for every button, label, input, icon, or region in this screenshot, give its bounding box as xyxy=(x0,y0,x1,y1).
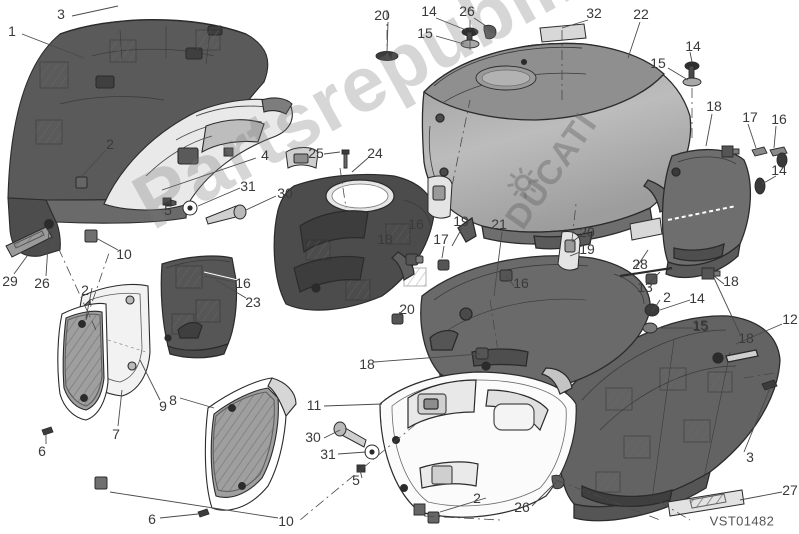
callout-number: 22 xyxy=(633,6,649,22)
callout-number: 10 xyxy=(116,246,132,262)
part-13-rod xyxy=(619,266,673,278)
part-10-clip-left xyxy=(84,229,108,490)
callout-number: 18 xyxy=(706,98,722,114)
callout-number: 9 xyxy=(159,398,167,414)
callout-number: 18 xyxy=(359,356,375,372)
callout-number: 15 xyxy=(417,25,433,41)
callout-number: 6 xyxy=(38,443,46,459)
callout-number: 20 xyxy=(374,7,390,23)
callout-number: 30 xyxy=(305,429,321,445)
callout-number: 15 xyxy=(693,318,709,334)
part-22-fuel-tank xyxy=(421,42,692,250)
part-31-washer-lower xyxy=(364,444,380,460)
part-2-lower-clip xyxy=(427,511,440,524)
callout-number: 28 xyxy=(632,256,648,272)
callout-number: 16 xyxy=(513,275,529,291)
callout-number: 20 xyxy=(579,224,595,240)
part-24-center-tank-cover xyxy=(273,173,435,311)
part-4-left-inner-duct xyxy=(103,97,293,211)
part-12-right-side-fairing xyxy=(558,315,781,522)
part-27-badge-lower xyxy=(667,489,745,517)
callout-number: 17 xyxy=(742,109,758,125)
callout-number: 8 xyxy=(169,392,177,408)
part-26-grommet-left xyxy=(44,219,54,229)
callout-number: 14 xyxy=(689,290,705,306)
callout-number: 2 xyxy=(81,282,89,298)
callout-number: 7 xyxy=(112,426,120,442)
callout-number: 18 xyxy=(377,231,393,247)
callout-number: 3 xyxy=(746,449,754,465)
callout-number: 26 xyxy=(514,499,530,515)
part-28-badge-right xyxy=(629,217,663,241)
callout-number: 6 xyxy=(148,511,156,527)
callout-number: 14 xyxy=(685,38,701,54)
part-8-left-lower-screen xyxy=(204,377,297,511)
callout-number: 16 xyxy=(235,275,251,291)
callout-number: 5 xyxy=(352,472,360,488)
callout-number: 19 xyxy=(579,241,595,257)
callout-number: 2 xyxy=(106,136,114,152)
axis-dash-lines xyxy=(49,8,781,521)
callout-number: 20 xyxy=(399,301,415,317)
callout-number: 14 xyxy=(771,162,787,178)
part-25-bracket xyxy=(285,147,319,169)
callout-number: 3 xyxy=(57,6,65,22)
callout-number: 18 xyxy=(738,330,754,346)
callout-number: 26 xyxy=(34,275,50,291)
callout-number: 2 xyxy=(473,490,481,506)
part-19-brackets xyxy=(427,175,581,271)
callout-number: 12 xyxy=(782,311,798,327)
callout-number: 23 xyxy=(245,294,261,310)
part-9-left-screen xyxy=(57,302,109,421)
part-13-right-cowl xyxy=(661,148,752,279)
callout-number: 5 xyxy=(164,202,172,218)
callout-number: 4 xyxy=(261,147,269,163)
callout-number: 25 xyxy=(308,145,324,161)
callout-number: 19 xyxy=(453,213,469,229)
part-6-screw-left-lower xyxy=(41,426,210,518)
part-3-screw-right xyxy=(761,379,778,391)
callout-number: 11 xyxy=(306,397,322,413)
callout-number: 31 xyxy=(320,446,336,462)
callout-number: 13 xyxy=(637,279,653,295)
drawing-code-label: VST01482 xyxy=(709,513,775,529)
callout-number: 17 xyxy=(433,231,449,247)
part-26-plug-top xyxy=(483,24,497,40)
callout-number: 18 xyxy=(723,273,739,289)
callout-number: 27 xyxy=(782,482,798,498)
callout-number: 29 xyxy=(2,273,18,289)
callout-number: 31 xyxy=(240,178,256,194)
callout-number: 26 xyxy=(459,3,475,19)
leader-lines xyxy=(13,5,783,519)
callout-number: 2 xyxy=(663,289,671,305)
part-23-left-side-cover xyxy=(160,255,239,359)
callout-number: 32 xyxy=(586,5,602,21)
part-26-lower-clip xyxy=(413,474,565,516)
callout-number: 15 xyxy=(692,317,708,333)
part-30-bolt-lower xyxy=(333,421,367,448)
callout-number: 10 xyxy=(278,513,294,529)
part-29-reflector-strip xyxy=(5,226,53,258)
part-32-badge-strip xyxy=(539,23,587,43)
callout-number: 14 xyxy=(421,3,437,19)
callout-number: 16 xyxy=(408,216,424,232)
part-31-washer-upper xyxy=(182,200,198,216)
part-14-15-lower-fasteners xyxy=(642,152,788,334)
callout-number: 16 xyxy=(771,111,787,127)
callout-number: 24 xyxy=(367,145,383,161)
callout-number: 15 xyxy=(650,55,666,71)
part-30-bolt-upper xyxy=(205,204,247,225)
part-11-right-inner-panel xyxy=(379,367,577,518)
callout-number: 30 xyxy=(277,185,293,201)
callout-number: 1 xyxy=(8,23,16,39)
part-25-screw-center xyxy=(341,149,350,169)
callout-number: 21 xyxy=(491,216,507,232)
